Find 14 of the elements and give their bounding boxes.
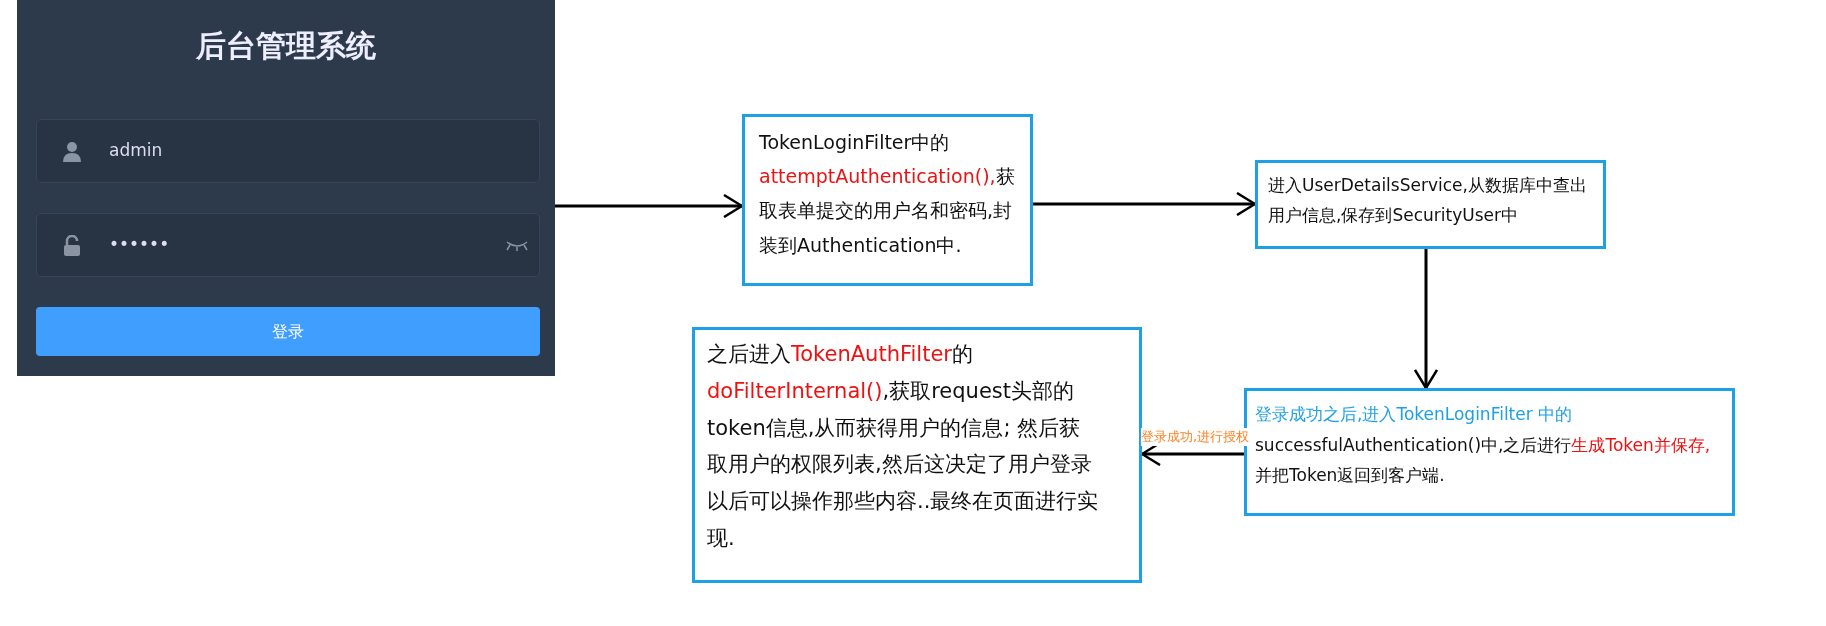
input-text: admin bbox=[109, 140, 163, 160]
process-box: 进入UserDetailsService,从数据库中查出用户信息,保存到SecurityUser中 bbox=[1255, 160, 1606, 249]
edge-label: 登录成功,进行授权 bbox=[1140, 428, 1250, 446]
input-field bbox=[36, 213, 540, 277]
process-box: TokenLoginFilter中的attemptAuthentication(),获取表单提交的用户名和密码,封装到Authentication中. bbox=[742, 114, 1033, 286]
login-button: 登录 bbox=[36, 307, 540, 356]
process-box: 之后进入TokenAuthFilter的doFilterInternal(),获取request头部的token信息,从而获得用户的信息; 然后获取用户的权限列表,然后这决定了用户登录以后可以操作那些内容..最终在页面进行实现. bbox=[692, 327, 1142, 583]
panel-title: 后台管理系统 bbox=[195, 27, 377, 65]
login-panel bbox=[17, 0, 555, 376]
arrow bbox=[1413, 249, 1439, 390]
arrow bbox=[1033, 191, 1257, 217]
arrow bbox=[555, 193, 744, 219]
input-text: •••••• bbox=[109, 234, 170, 254]
input-field bbox=[36, 119, 540, 183]
